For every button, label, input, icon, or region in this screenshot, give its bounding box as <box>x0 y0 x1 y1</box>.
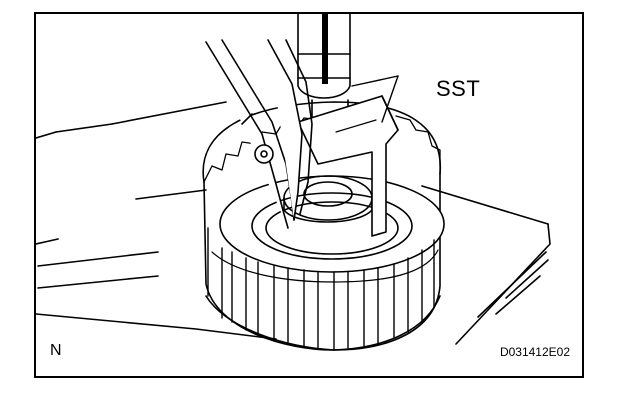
figure-code: D031412E02 <box>499 345 570 359</box>
gear-assembly-drawing <box>36 14 551 351</box>
illustration-frame: SST N D031412E02 <box>34 12 584 378</box>
corner-mark: N <box>50 342 62 359</box>
work-bench <box>36 101 551 345</box>
snap-ring-pliers <box>205 39 313 229</box>
sst-leader-lines <box>351 75 399 123</box>
sst-callout-label: SST <box>436 76 481 101</box>
